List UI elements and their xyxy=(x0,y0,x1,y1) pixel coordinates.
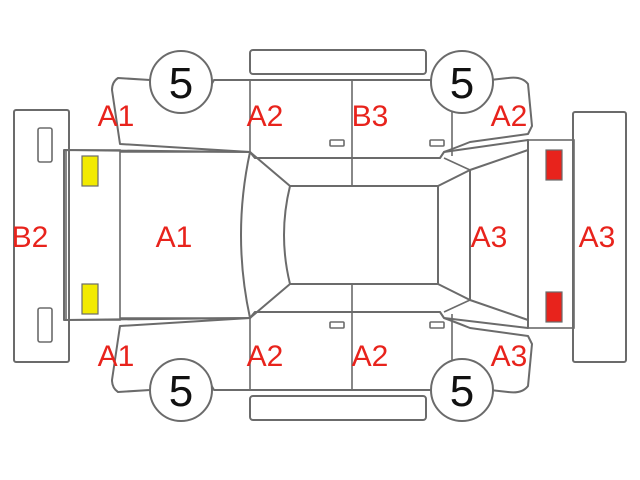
wheel-rear-left: 5 xyxy=(430,50,494,114)
label-front-right-fender: A1 xyxy=(98,340,135,373)
wheel-front-left: 5 xyxy=(149,50,213,114)
label-front-left-door: A2 xyxy=(247,100,284,133)
label-tailgate: A3 xyxy=(471,221,508,254)
wheel-front-right-label: 5 xyxy=(169,367,193,416)
label-rear-right-quarter: A3 xyxy=(491,340,528,373)
left-side-rail xyxy=(249,49,427,75)
rear-gate-panel xyxy=(527,139,575,329)
front-bumper xyxy=(13,109,70,363)
label-front-bumper: B2 xyxy=(12,221,49,254)
label-rear-bumper: A3 xyxy=(579,221,616,254)
wheel-rear-right: 5 xyxy=(430,358,494,422)
wheel-rear-right-label: 5 xyxy=(450,367,474,416)
rear-right-lamp xyxy=(545,291,563,323)
label-front-right-door: A2 xyxy=(247,340,284,373)
label-hood: A1 xyxy=(156,221,193,254)
front-left-lamp xyxy=(81,155,99,187)
wheel-front-left-label: 5 xyxy=(169,59,193,108)
right-side-rail xyxy=(249,395,427,421)
label-rear-left-door: B3 xyxy=(352,100,389,133)
rear-bumper xyxy=(572,111,627,363)
wheel-front-right: 5 xyxy=(149,358,213,422)
wheel-rear-left-label: 5 xyxy=(450,59,474,108)
rear-left-lamp xyxy=(545,149,563,181)
label-front-left-fender: A1 xyxy=(98,100,135,133)
label-rear-left-quarter: A2 xyxy=(491,100,528,133)
label-rear-right-door: A2 xyxy=(352,340,389,373)
front-right-lamp xyxy=(81,283,99,315)
